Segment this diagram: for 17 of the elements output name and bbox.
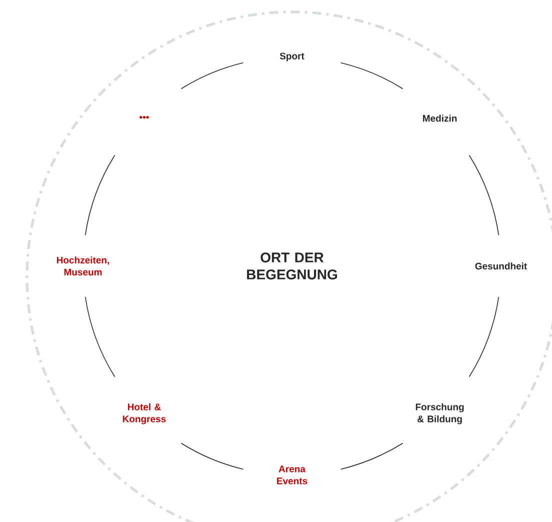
ring-label: Gesundheit	[475, 262, 527, 270]
ring-arc	[180, 442, 244, 470]
center-title: ORT DER BEGEGNUNG	[247, 252, 338, 280]
ring-arc	[340, 62, 404, 90]
ring-arc	[84, 296, 116, 378]
ring-label: Sport	[280, 52, 304, 62]
ring-label: Hochzeiten, Museum	[57, 256, 110, 276]
ring-label: Medizin	[423, 114, 457, 122]
ring-label: Forschung & Bildung	[416, 403, 464, 424]
ring-arc	[468, 296, 500, 378]
ring-label: Arena Events	[277, 466, 308, 484]
ring-label: Hotel & Kongress	[122, 403, 166, 424]
ring-arc	[340, 442, 404, 470]
ring-arc	[468, 154, 500, 236]
ring-arc	[180, 62, 244, 90]
ellipsis-label: •••	[140, 116, 149, 119]
ring-arc	[84, 154, 116, 236]
